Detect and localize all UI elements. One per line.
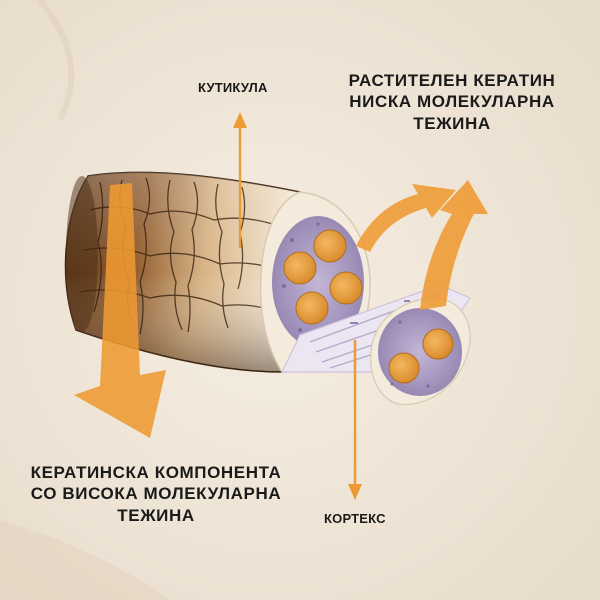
plant-keratin-label-line: РАСТИТЕЛЕН КЕРАТИН [348, 71, 556, 90]
plant-keratin-label-line: ТЕЖИНА [413, 113, 491, 133]
macrofibril [329, 271, 363, 305]
background-wisp [0, 520, 170, 600]
keratin-component-label-line: ТЕЖИНА [117, 505, 195, 525]
macrofibril-inner [388, 352, 420, 384]
keratin-component-label-line: КЕРАТИНСКА КОМПОНЕНТА [30, 463, 282, 482]
plant-keratin-arrows [356, 180, 488, 310]
macrofibril [295, 291, 329, 325]
plant-keratin-label-line: НИСКА МОЛЕКУЛАРНА [349, 92, 555, 112]
keratin-component-arrow [74, 183, 166, 438]
cortex-leader-arrow [348, 340, 362, 500]
cuticle-label: КУТИКУЛА [198, 80, 268, 95]
plant-keratin-label: РАСТИТЕЛЕН КЕРАТИН НИСКА МОЛЕКУЛАРНА ТЕЖ… [322, 70, 582, 134]
macrofibril [313, 229, 347, 263]
macrofibril-inner [422, 328, 454, 360]
background-wisp-top [37, 0, 75, 122]
keratin-component-label: КЕРАТИНСКА КОМПОНЕНТА СО ВИСОКА МОЛЕКУЛА… [6, 462, 306, 526]
keratin-component-label-line: СО ВИСОКА МОЛЕКУЛАРНА [30, 484, 282, 504]
cortex-label: КОРТЕКС [324, 511, 386, 526]
inner-cross-section [370, 297, 471, 406]
macrofibril [283, 251, 317, 285]
cuticle-leader-arrow [233, 112, 247, 248]
